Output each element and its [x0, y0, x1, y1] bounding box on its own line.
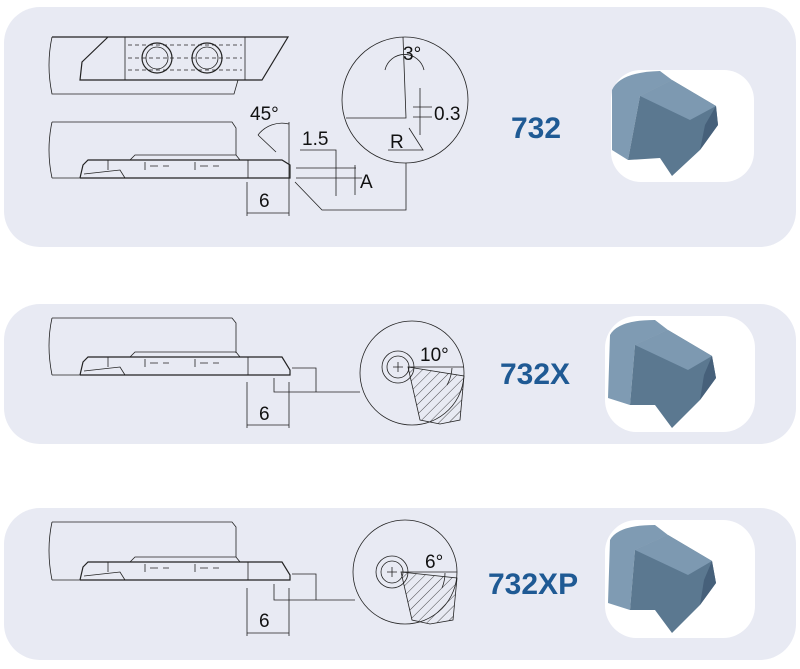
insert-label: 732XP: [488, 568, 578, 601]
insert-3d-image: [605, 520, 755, 638]
dim-width: 6: [259, 611, 270, 632]
panel-background: [4, 7, 796, 247]
dim-radius: R: [390, 132, 404, 153]
dim-angle-a: A: [360, 172, 373, 193]
side-view-drawing: [48, 521, 291, 581]
panel-732: 45° 1.5 A 6 3° 0.3 R 732: [4, 7, 796, 247]
insert-3d-image: [611, 70, 754, 182]
dim-land: 1.5: [302, 129, 328, 150]
dim-detail-angle: 10°: [420, 345, 449, 366]
dim-edge: 0.3: [434, 104, 460, 125]
insert-label: 732X: [500, 358, 570, 391]
panel-732x: 10° 6 732X: [4, 304, 796, 444]
side-view-drawing: [48, 121, 291, 179]
panel-732xp: 6° 6 732XP: [4, 508, 796, 660]
dim-detail-angle: 3°: [403, 44, 421, 65]
dim-width: 6: [259, 404, 270, 425]
dimensions: 6° 6: [246, 519, 458, 636]
dimensions: 10° 6: [246, 320, 465, 428]
dim-detail-angle: 6°: [425, 552, 443, 573]
panel-background: [4, 508, 796, 660]
top-view-drawing: [48, 36, 290, 95]
insert-3d-image: [605, 316, 755, 432]
dimensions: 45° 1.5 A 6 3° 0.3 R: [246, 36, 469, 216]
side-view-drawing: [48, 317, 291, 376]
dim-chamfer-angle: 45°: [250, 104, 279, 125]
panel-background: [4, 304, 796, 444]
insert-label: 732: [511, 112, 561, 145]
dim-width: 6: [259, 191, 270, 212]
